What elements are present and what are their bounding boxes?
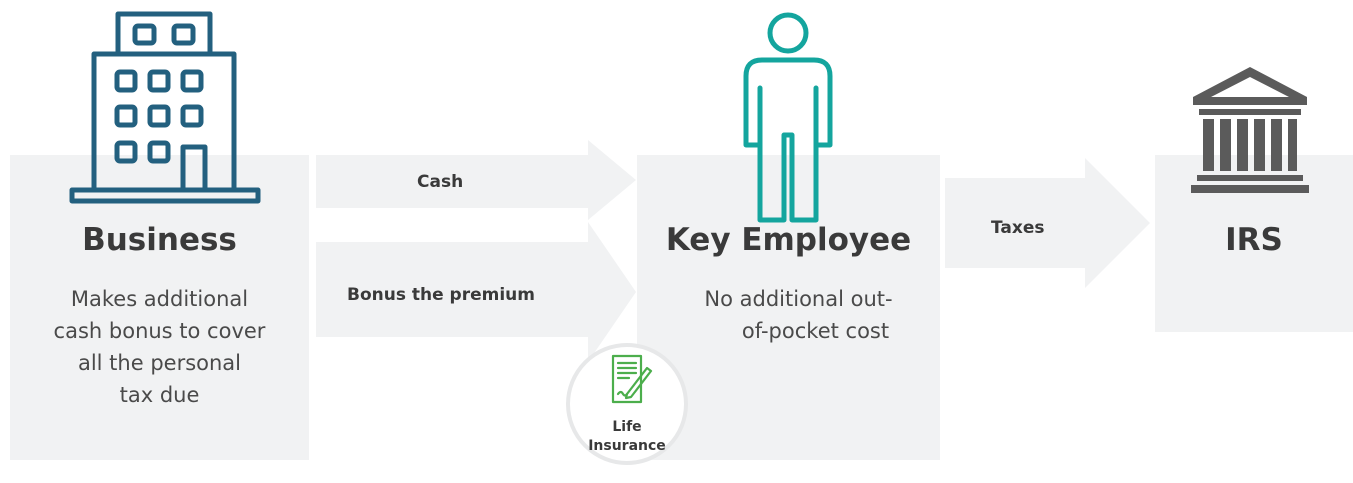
business-description: Makes additional cash bonus to cover all… [10,283,309,411]
business-description-line: tax due [119,383,200,407]
business-description-line: Makes additional [70,287,249,311]
person-icon [743,12,833,223]
irs-panel [1155,155,1353,332]
cash-arrow [316,140,636,220]
bank-icon [1191,67,1309,193]
irs-title: IRS [1225,222,1283,258]
business-panel [10,155,309,460]
bonus-arrow [316,222,636,362]
employee-description-line: No additional out- [704,287,893,311]
business-title: Business [82,222,237,258]
employee-title: Key Employee [665,222,912,258]
employee-description: No additional out- of-pocket cost [637,283,940,347]
life-insurance-line: Insurance [588,438,666,454]
taxes-label: Taxes [991,218,1045,238]
document-pen-icon [611,354,653,404]
employee-description-line: of-pocket cost [741,319,890,343]
life-insurance-line: Life [612,419,642,435]
life-insurance-label: Life Insurance [566,418,688,456]
business-description-line: cash bonus to cover [53,319,266,343]
taxes-arrow [945,158,1150,288]
cash-label: Cash [417,172,464,192]
business-description-line: all the personal [77,351,242,375]
building-icon [69,11,261,204]
bonus-label: Bonus the premium [347,285,535,305]
